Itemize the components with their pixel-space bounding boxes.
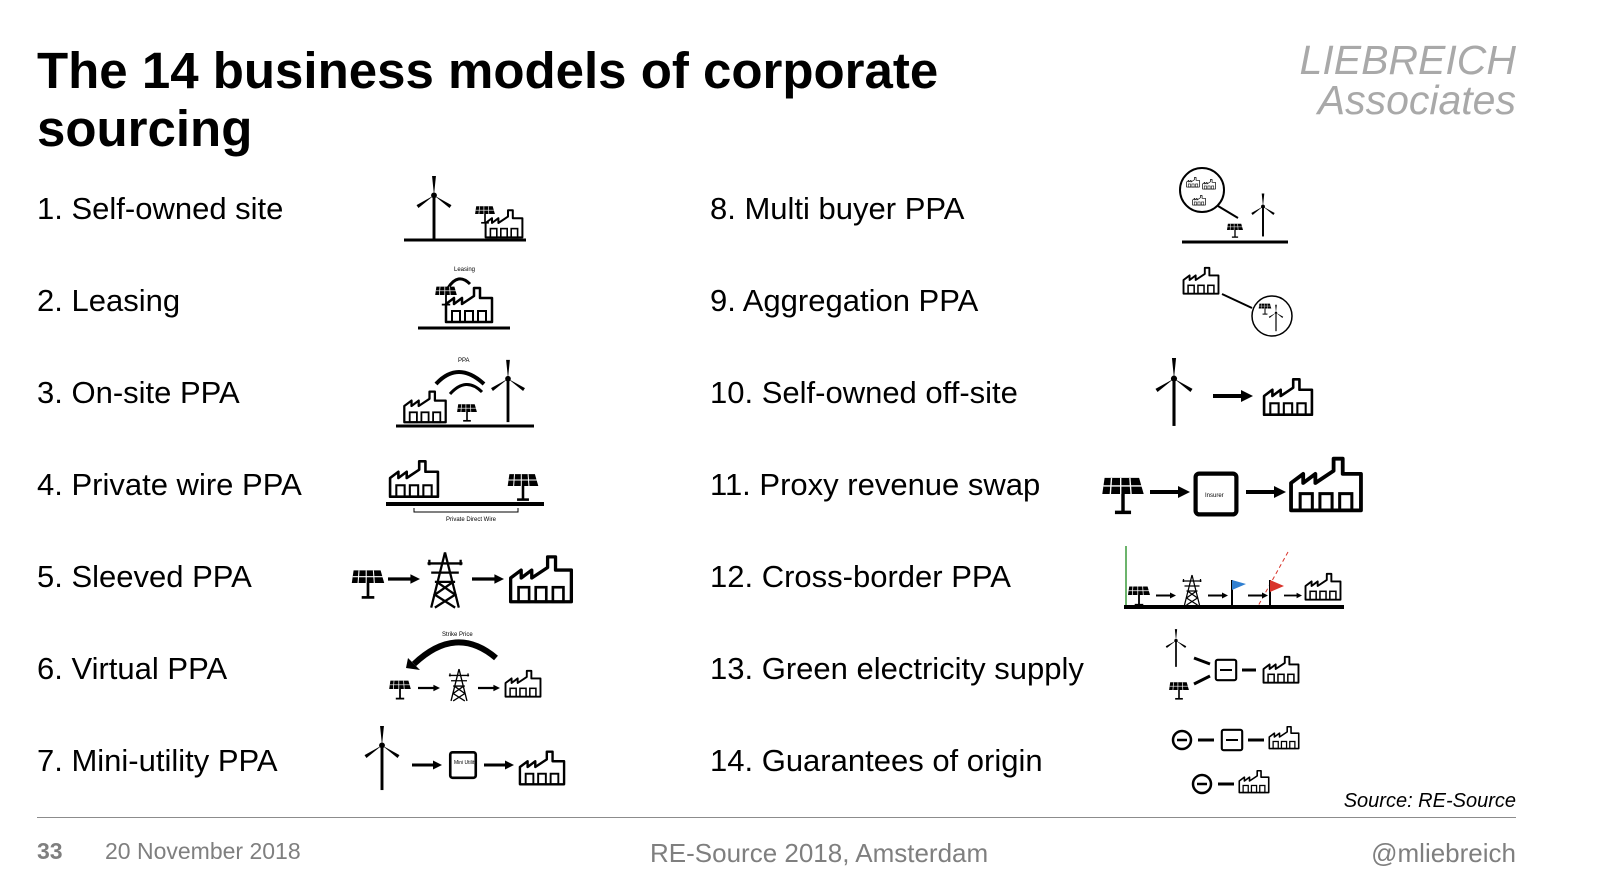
virtual-ppa-icon-label: Strike Price: [442, 632, 473, 638]
slide-title: The 14 business models of corporate sour…: [37, 42, 939, 157]
self-owned-site-icon: [402, 174, 528, 246]
cross-border-ppa-icon: [1122, 544, 1348, 612]
aggregation-ppa-icon: [1180, 260, 1296, 340]
model-guarantees-of-origin: 14. Guarantees of origin: [710, 743, 1043, 778]
model-self-owned-off-site: 10. Self-owned off-site: [710, 375, 1018, 410]
private-wire-icon-label: Private Direct Wire: [446, 517, 497, 523]
model-green-electricity-supply: 13. Green electricity supply: [710, 651, 1084, 686]
model-multi-buyer-ppa: 8. Multi buyer PPA: [710, 191, 965, 226]
footer-handle: @mliebreich: [1371, 838, 1516, 868]
leasing-icon: Leasing: [418, 264, 512, 332]
brand-logo: LIEBREICH Associates: [1299, 37, 1516, 123]
brand-subtitle: Associates: [1317, 77, 1516, 123]
footer-divider: [37, 817, 1516, 818]
self-owned-off-site-icon: [1150, 356, 1316, 428]
on-site-ppa-icon: PPA: [396, 354, 536, 430]
model-sleeved-ppa: 5. Sleeved PPA: [37, 559, 252, 594]
private-wire-ppa-icon: Private Direct Wire: [386, 452, 546, 526]
mini-utility-icon-label: Mini Utility: [454, 760, 477, 766]
green-electricity-supply-icon: [1162, 628, 1304, 704]
footer-date: 20 November 2018: [105, 838, 301, 864]
model-virtual-ppa: 6. Virtual PPA: [37, 651, 228, 686]
insurer-icon-label: Insurer: [1205, 493, 1224, 499]
guarantees-of-origin-icon: [1168, 720, 1304, 800]
virtual-ppa-icon: Strike Price: [386, 628, 546, 704]
brand-name: LIEBREICH: [1299, 37, 1516, 83]
page-number: 33: [37, 838, 63, 864]
leasing-icon-label: Leasing: [454, 267, 475, 273]
model-on-site-ppa: 3. On-site PPA: [37, 375, 240, 410]
source-note: Source: RE-Source: [1343, 790, 1516, 812]
model-private-wire-ppa: 4. Private wire PPA: [37, 467, 302, 502]
sleeved-ppa-icon: [350, 546, 576, 612]
model-aggregation-ppa: 9. Aggregation PPA: [710, 283, 979, 318]
proxy-revenue-swap-icon: Insurer: [1100, 446, 1366, 522]
model-mini-utility-ppa: 7. Mini-utility PPA: [37, 743, 278, 778]
mini-utility-ppa-icon: Mini Utility: [362, 724, 568, 794]
model-leasing: 2. Leasing: [37, 283, 181, 318]
footer-event: RE-Source 2018, Amsterdam: [650, 838, 989, 868]
model-self-owned-site: 1. Self-owned site: [37, 191, 284, 226]
on-site-ppa-icon-label: PPA: [458, 358, 470, 364]
model-proxy-revenue-swap: 11. Proxy revenue swap: [710, 467, 1041, 502]
multi-buyer-ppa-icon: [1179, 166, 1290, 246]
model-cross-border-ppa: 12. Cross-border PPA: [710, 559, 1011, 594]
